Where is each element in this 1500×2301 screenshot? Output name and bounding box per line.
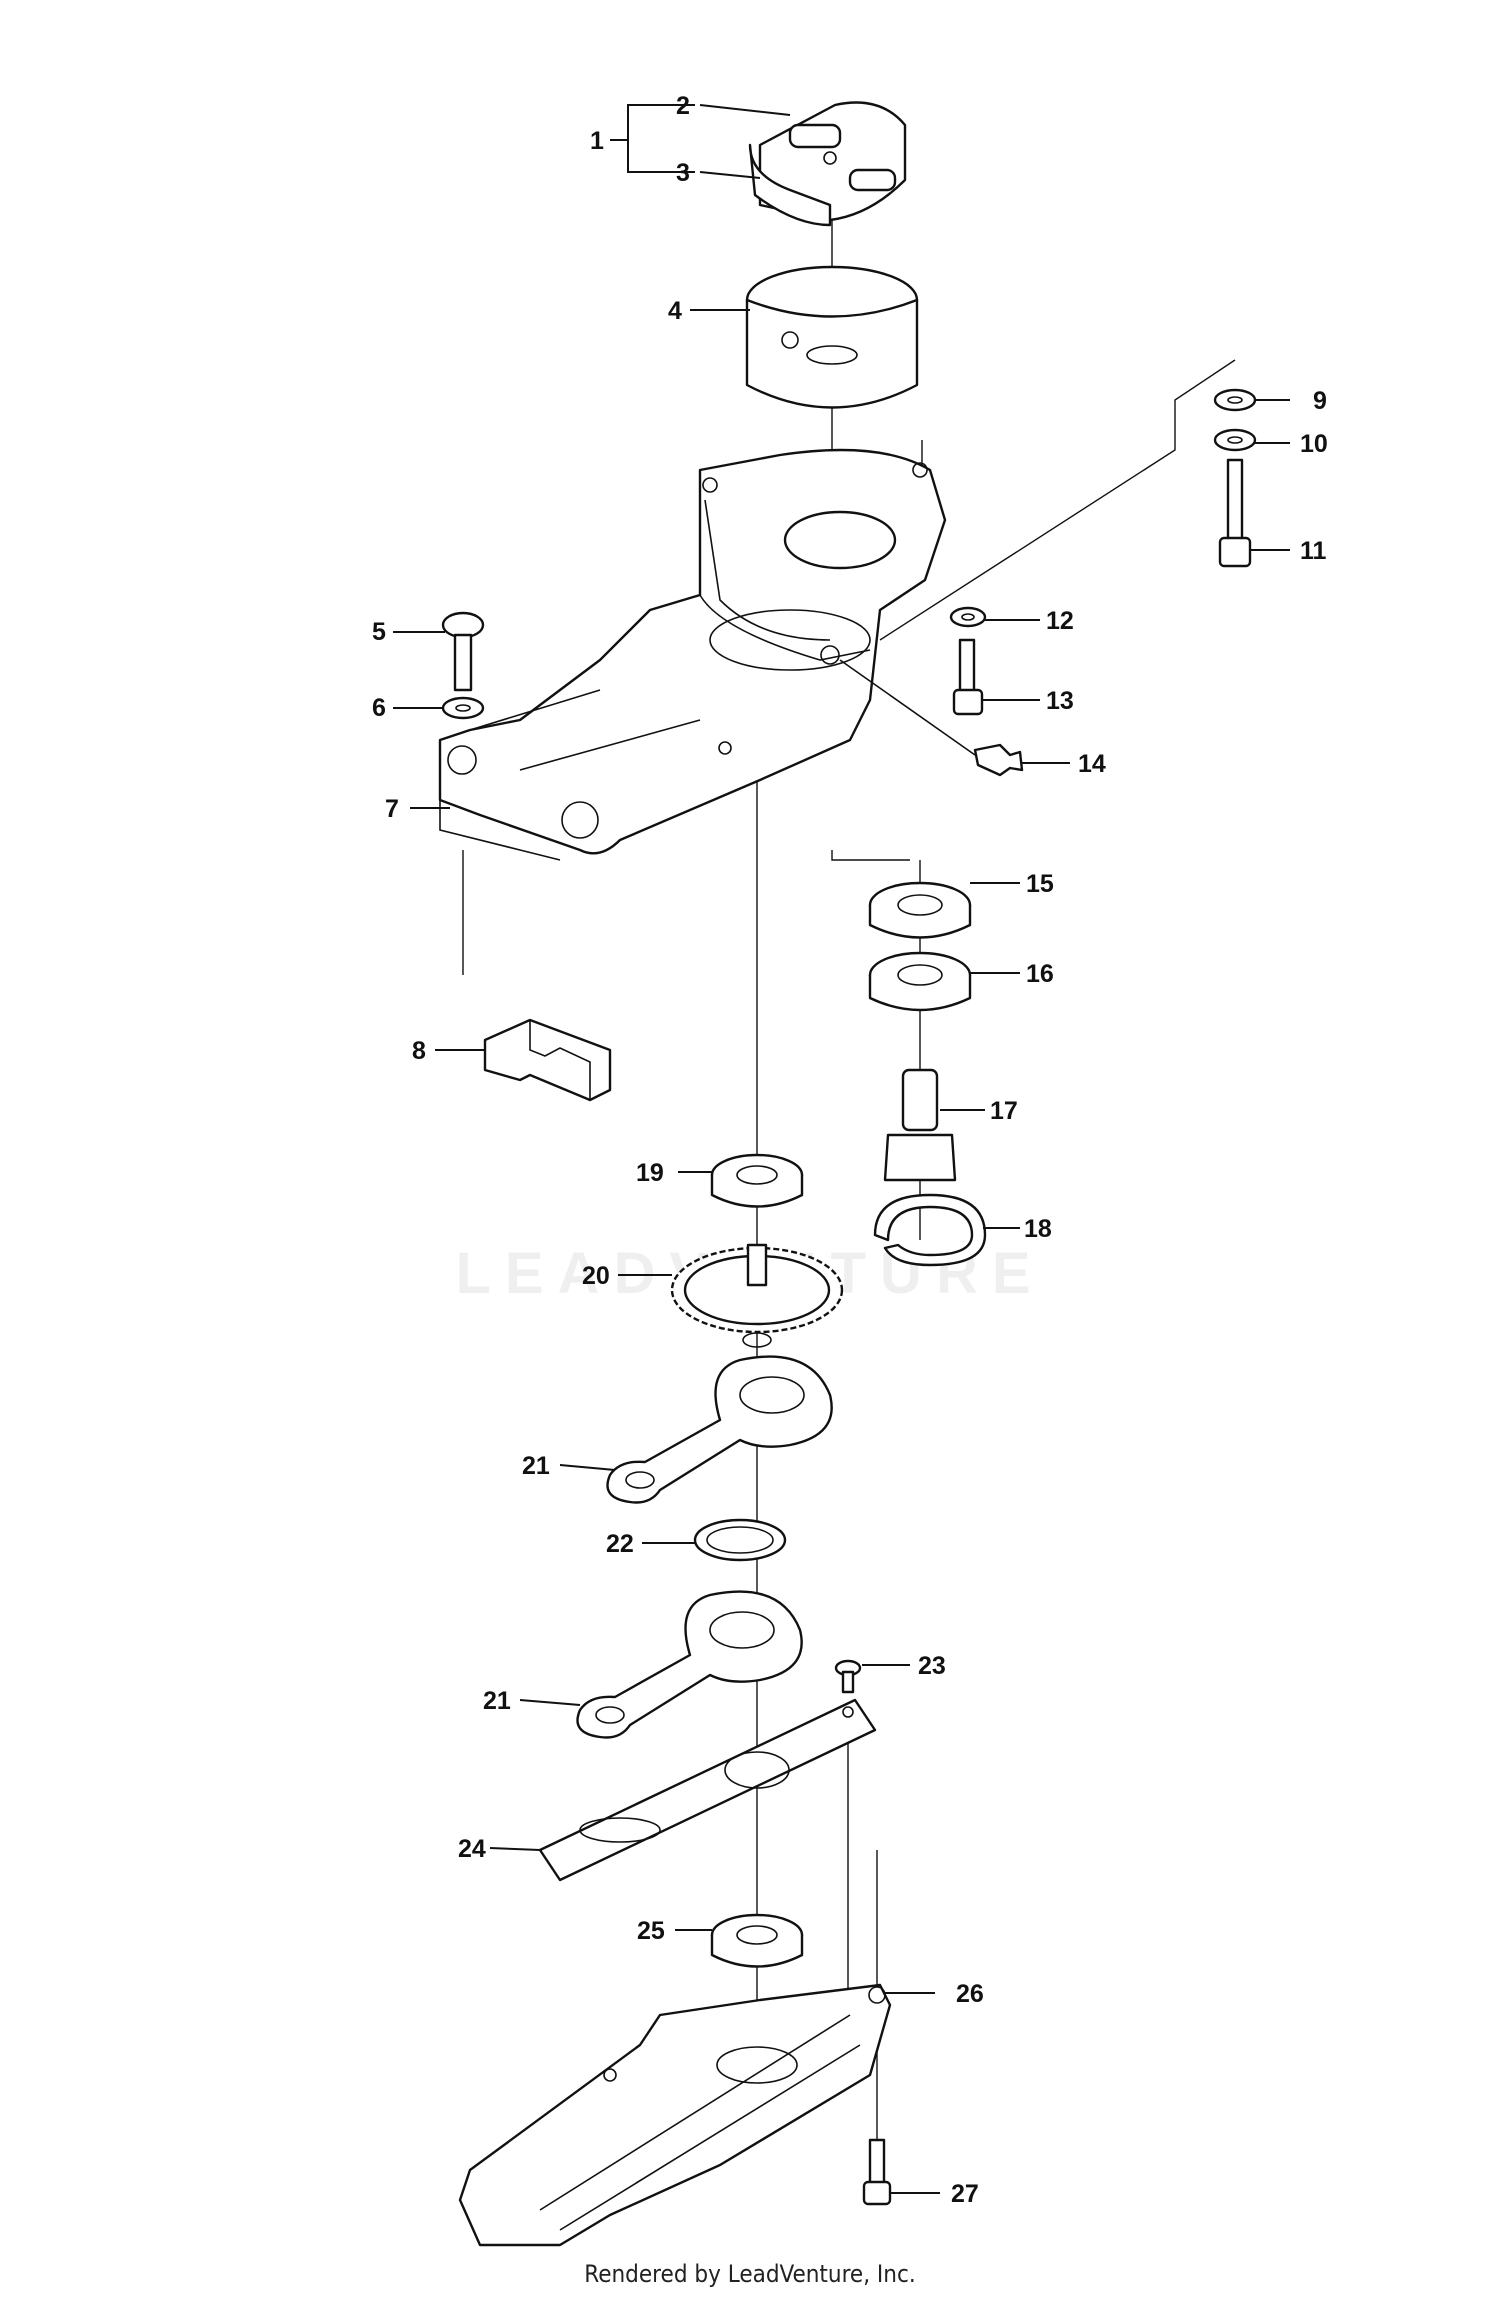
screw-and-washer-5-6 <box>441 611 485 720</box>
callout-14: 14 <box>1078 750 1106 778</box>
callout-3: 3 <box>676 159 690 187</box>
gear-housing <box>438 448 947 861</box>
callout-27: 27 <box>951 2180 979 2208</box>
clutch-assembly <box>748 101 907 227</box>
callout-6: 6 <box>372 694 386 722</box>
callout-9: 9 <box>1313 387 1327 415</box>
callout-23: 23 <box>918 1652 946 1680</box>
callout-24: 24 <box>458 1835 486 1863</box>
callout-13: 13 <box>1046 687 1074 715</box>
washer-bolt-stack <box>1213 388 1257 568</box>
render-credit: Rendered by LeadVenture, Inc. <box>584 2260 916 2288</box>
callout-21-upper: 21 <box>522 1452 550 1480</box>
pinion-shaft-and-circlip <box>873 1068 987 1267</box>
callout-17: 17 <box>990 1097 1018 1125</box>
callout-1: 1 <box>590 127 604 155</box>
callout-7: 7 <box>385 795 399 823</box>
callout-leaders <box>393 104 1290 2194</box>
bearing-19 <box>710 1153 804 1208</box>
callout-8: 8 <box>412 1037 426 1065</box>
callout-16: 16 <box>1026 960 1054 988</box>
callout-11: 11 <box>1300 537 1327 565</box>
connecting-rods-and-clip <box>576 1355 833 1739</box>
callout-5: 5 <box>372 618 386 646</box>
spur-gear-20 <box>670 1243 844 1348</box>
gear-cover-26-and-bolt-27 <box>458 1983 892 2247</box>
callout-15: 15 <box>1026 870 1054 898</box>
callout-12: 12 <box>1046 607 1074 635</box>
clutch-drum <box>745 265 919 409</box>
callout-21-lower: 21 <box>483 1687 511 1715</box>
callout-4: 4 <box>668 297 682 325</box>
rubber-block <box>483 1018 612 1102</box>
bearings-15-16 <box>868 881 972 1012</box>
callout-18: 18 <box>1024 1215 1052 1243</box>
callout-26: 26 <box>956 1980 984 2008</box>
callout-25: 25 <box>637 1917 665 1945</box>
bearing-25 <box>710 1913 804 1968</box>
screw-23-and-guide-plate-24 <box>538 1659 877 1882</box>
callout-22: 22 <box>606 1530 634 1558</box>
callout-20: 20 <box>582 1262 610 1290</box>
callout-19: 19 <box>636 1159 664 1187</box>
callout-labels: 1 2 3 4 5 6 7 8 9 10 11 12 13 14 15 16 1… <box>372 92 1328 2208</box>
callout-2: 2 <box>676 92 690 120</box>
washer-bolt-nipple-12-13-14 <box>839 606 1024 777</box>
callout-10: 10 <box>1300 430 1328 458</box>
